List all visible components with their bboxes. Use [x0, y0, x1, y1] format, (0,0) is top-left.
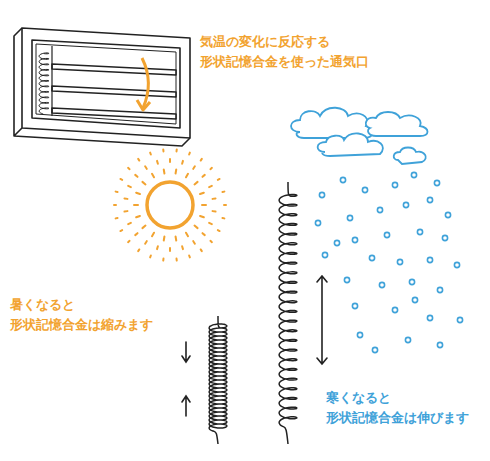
- caption-label: 気温の変化に反応する 形状記憶合金を使った通気口: [200, 32, 380, 72]
- snow: [315, 172, 462, 352]
- short-spring: [209, 316, 227, 444]
- long-spring: [279, 182, 297, 444]
- caption-label: 寒くなると 形状記憶合金は伸びます: [326, 388, 486, 428]
- arrows: [182, 276, 327, 416]
- clouds: [291, 108, 428, 164]
- vent: [14, 28, 190, 146]
- caption-label: 暑くなると 形状記憶合金は縮みます: [10, 295, 180, 335]
- sun: [114, 149, 226, 260]
